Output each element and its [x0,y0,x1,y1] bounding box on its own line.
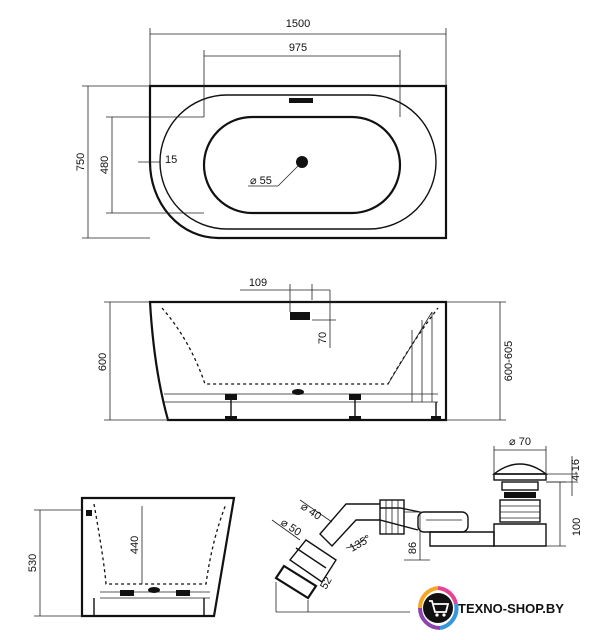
trap-height-label: 100 [571,518,583,536]
overflow-height-label: 70 [317,332,329,344]
overflow-offset-label: 109 [249,277,267,289]
overall-depth-label: 750 [75,153,87,171]
side-view-outline [148,300,448,422]
trap-offset-label: 86 [407,542,419,554]
inner-width-label: 975 [289,42,307,54]
leg-icon [349,394,361,420]
trap-body [429,531,495,547]
overflow-icon [290,312,310,320]
brand-logo: TEXNO-SHOP.BY [417,586,594,630]
elbow-angle-label: 135° [348,533,374,555]
height-label: 530 [27,554,39,572]
leg-icon [225,394,237,420]
side-view-basin [161,307,439,385]
top-view-outline [148,84,448,240]
brand-name: TEXNO-SHOP.BY [458,601,564,616]
overflow-icon [86,510,92,516]
drain-diameter-label: ⌀ 55 [250,175,272,187]
cart-icon [429,600,450,617]
drain-detail: ⌀ 70 4-16 100 86 135° ⌀ 40 ⌀ 50 52 [271,436,583,613]
end-view: 440 530 [27,496,236,618]
end-view-outline [80,496,236,618]
drain-icon [148,587,160,593]
cap-diameter-label: ⌀ 70 [509,436,531,448]
drain-cap-icon [491,463,549,475]
overall-width-label: 1500 [286,18,310,30]
drain-icon [296,156,308,168]
pipe-diameter-50-label: ⌀ 50 [278,517,303,539]
leg-icon [431,402,441,420]
inner-depth-label: 480 [99,156,111,174]
rim-offset-label: 15 [165,154,177,166]
tail-pipe [274,564,318,600]
height-label: 600 [97,353,109,371]
top-view-basin [202,115,402,215]
pipe-diameter-40-label: ⌀ 40 [298,501,323,523]
end-view-basin [93,503,227,585]
inner-depth-label: 440 [129,536,141,554]
height-range-label: 600-605 [503,341,515,381]
side-view: 109 70 600 600-605 [97,277,515,422]
cap-adjust-label: 4-16 [570,459,582,481]
overflow-icon [289,98,313,103]
top-view: ⌀ 55 1500 975 750 480 15 [75,18,448,240]
drain-icon [292,389,304,395]
pipe-length-label: 52 [318,575,335,592]
